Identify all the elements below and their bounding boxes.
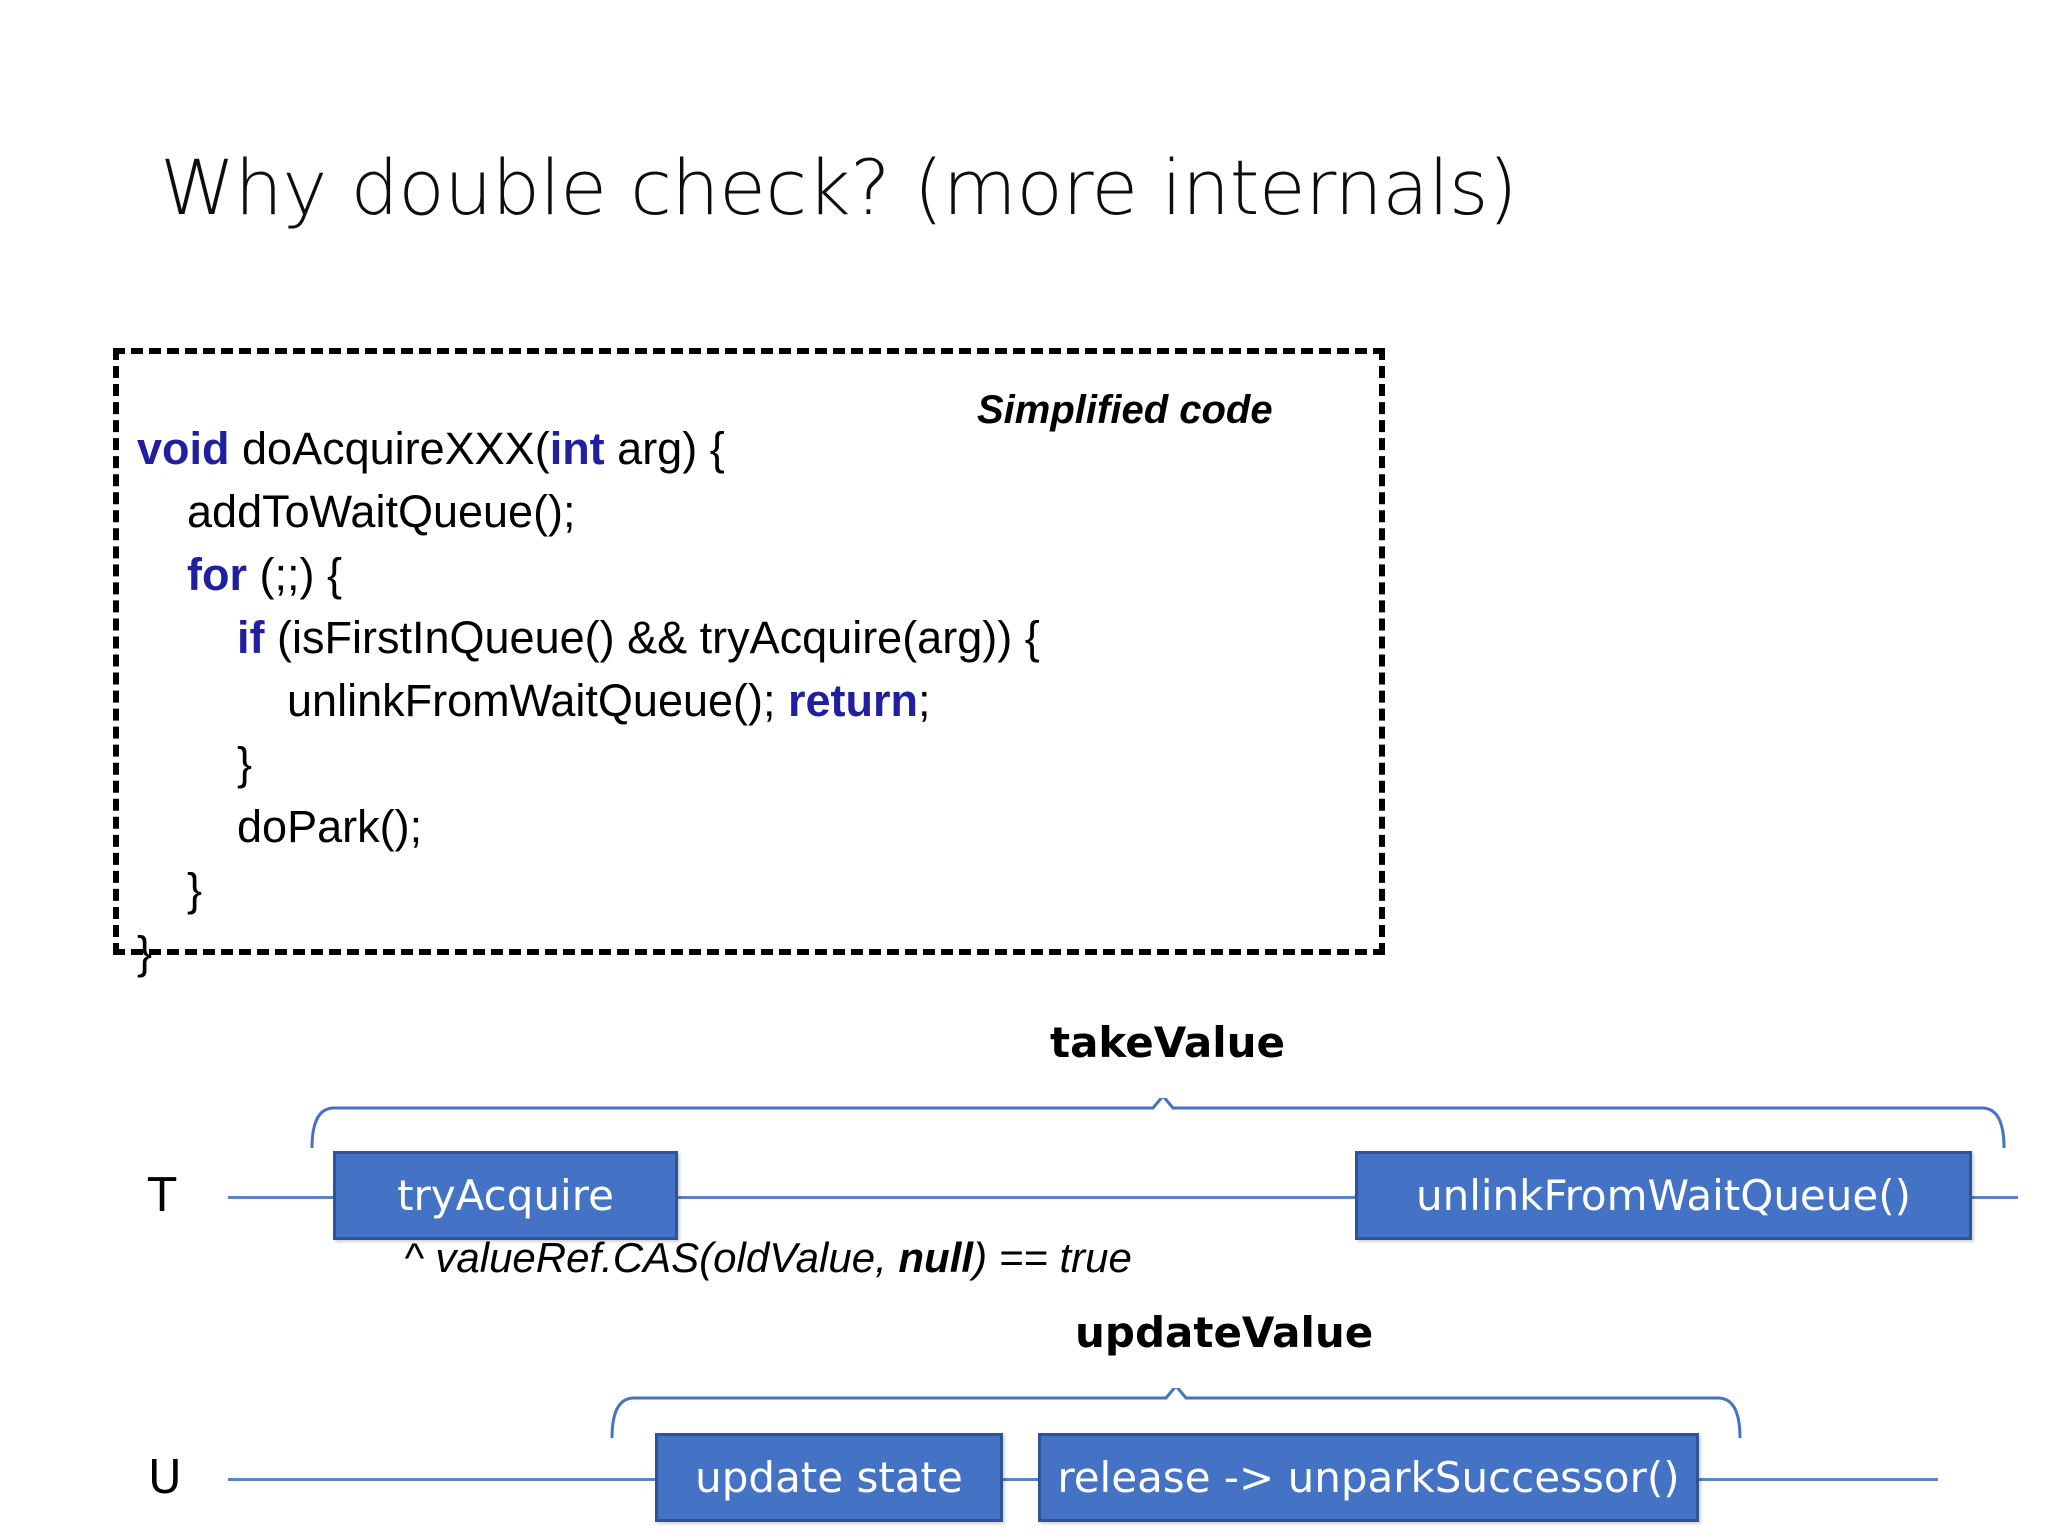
cas-annotation-prefix: ^ valueRef.CAS(oldValue, — [404, 1234, 899, 1281]
span-label-takeValue: takeValue — [1050, 1018, 1286, 1067]
simplified-code-annotation: Simplified code — [977, 388, 1273, 432]
cas-annotation-suffix: ) == true — [973, 1234, 1132, 1281]
lane-line-thread-t — [228, 1196, 2018, 1199]
op-box-unlinkFromWaitQueue[interactable]: unlinkFromWaitQueue() — [1355, 1151, 1972, 1240]
brace-updateValue — [610, 1388, 1742, 1439]
brace-takeValue — [310, 1098, 2006, 1149]
span-label-updateValue: updateValue — [1075, 1308, 1374, 1357]
cas-annotation: ^ valueRef.CAS(oldValue, null) == true — [404, 1234, 1132, 1282]
code-keyword: int — [549, 423, 605, 474]
page-title: Why double check? (more internals) — [160, 143, 1518, 232]
op-box-tryAcquire[interactable]: tryAcquire — [333, 1151, 678, 1240]
code-listing: void doAcquireXXX(int arg) { addToWaitQu… — [137, 423, 1040, 978]
cas-annotation-null: null — [898, 1234, 974, 1281]
code-keyword: if — [237, 612, 265, 663]
op-box-update-state[interactable]: update state — [655, 1433, 1003, 1522]
code-block: void doAcquireXXX(int arg) { addToWaitQu… — [113, 348, 1385, 978]
op-box-release-unparkSuccessor[interactable]: release -> unparkSuccessor() — [1038, 1433, 1699, 1522]
lane-label-thread-t: T — [148, 1168, 177, 1222]
code-keyword: for — [187, 549, 248, 600]
code-keyword: return — [788, 675, 919, 726]
lane-label-thread-u: U — [148, 1450, 182, 1504]
code-keyword: void — [137, 423, 230, 474]
